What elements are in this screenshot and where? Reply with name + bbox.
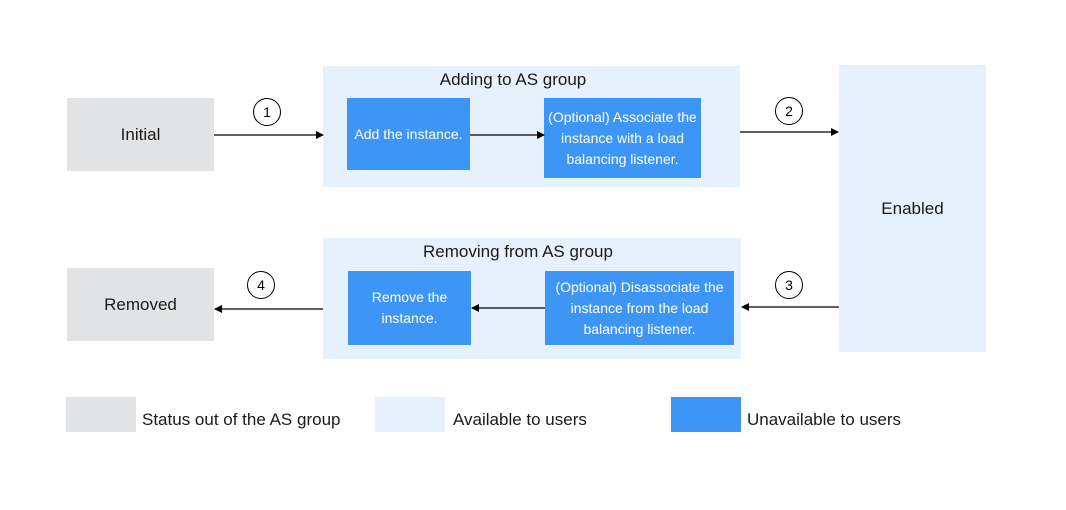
legend-available-label: Available to users	[453, 410, 587, 429]
legend-available-swatch	[375, 397, 445, 432]
transition-marker-3: 3	[775, 271, 803, 299]
associate-lb-step: (Optional) Associate the instance with a…	[544, 98, 701, 178]
disassociate-lb-step-label: (Optional) Disassociate the instance fro…	[555, 278, 724, 337]
remove-instance-step-label: Remove the instance.	[371, 289, 448, 326]
initial-state-label: Initial	[120, 124, 161, 144]
transition-marker-1: 1	[253, 98, 281, 126]
enabled-state-label: Enabled	[881, 198, 944, 218]
transition-marker-2-label: 2	[785, 103, 793, 119]
removed-state-label: Removed	[104, 294, 177, 314]
add-instance-step: Add the instance.	[347, 98, 470, 170]
enabled-state: Enabled	[839, 65, 986, 352]
remove-instance-step: Remove the instance.	[348, 271, 471, 345]
disassociate-lb-step: (Optional) Disassociate the instance fro…	[545, 271, 734, 345]
removed-state: Removed	[67, 268, 214, 341]
legend-unavailable-label: Unavailable to users	[747, 410, 902, 429]
removing-group-title: Removing from AS group	[423, 242, 613, 261]
adding-group-title: Adding to AS group	[439, 70, 587, 89]
transition-marker-4: 4	[247, 271, 275, 299]
add-instance-step-label: Add the instance.	[354, 125, 463, 142]
associate-lb-step-label: (Optional) Associate the instance with a…	[548, 108, 697, 167]
legend-unavailable-swatch	[671, 397, 741, 432]
transition-marker-4-label: 4	[257, 277, 265, 293]
legend-out-of-group-swatch	[66, 397, 136, 432]
transition-marker-2: 2	[775, 97, 803, 125]
transition-marker-3-label: 3	[785, 277, 793, 293]
transition-marker-1-label: 1	[263, 104, 271, 120]
initial-state: Initial	[67, 98, 214, 171]
legend-out-of-group-label: Status out of the AS group	[142, 410, 341, 429]
